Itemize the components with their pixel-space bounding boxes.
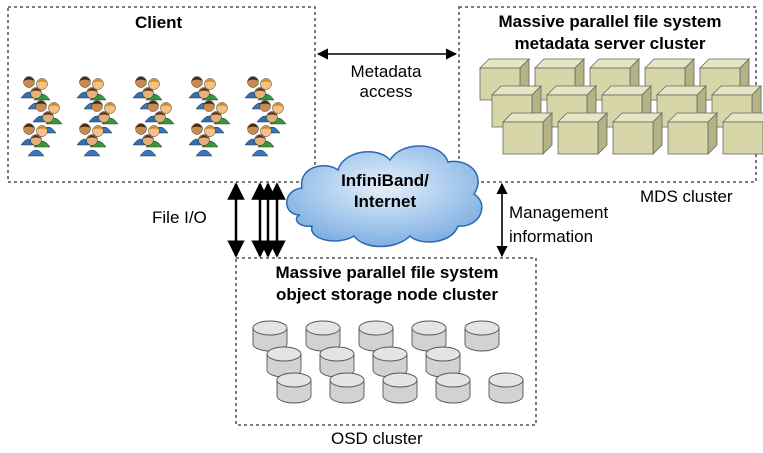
metadata-access-line1: Metadata <box>350 62 422 81</box>
disk-cylinder-icon <box>382 372 418 404</box>
user-group-icon <box>200 100 231 134</box>
user-group-icon <box>188 76 219 110</box>
disk-cylinder-icon <box>266 346 302 378</box>
metadata-access-line2: access <box>359 82 413 101</box>
server-cube-icon <box>557 112 608 155</box>
osd-box <box>235 257 537 426</box>
mds-caption: MDS cluster <box>640 187 733 206</box>
osd-title-line2: object storage node cluster <box>276 285 498 304</box>
mds-title: Massive parallel file system metadata se… <box>466 11 754 55</box>
server-cube-icon <box>722 112 763 155</box>
server-cube-icon <box>667 112 718 155</box>
disk-cylinder-icon <box>305 320 341 352</box>
user-group-icon <box>20 123 51 157</box>
user-group-icon <box>76 123 107 157</box>
network-label-line1: InfiniBand/ <box>341 171 429 190</box>
disk-cylinder-icon <box>411 320 447 352</box>
osd-title-line1: Massive parallel file system <box>275 263 499 282</box>
mds-server-group <box>479 58 763 155</box>
network-label-line2: Internet <box>353 192 417 211</box>
management-label-line2: information <box>509 227 594 246</box>
disk-cylinder-icon <box>372 346 408 378</box>
disk-cylinder-icon <box>425 346 461 378</box>
client-box <box>7 6 316 183</box>
user-group-icon <box>244 123 275 157</box>
user-group-icon <box>132 123 163 157</box>
mds-title-line2: metadata server cluster <box>514 34 706 53</box>
disk-cylinder-icon <box>464 320 500 352</box>
osd-caption: OSD cluster <box>331 429 423 448</box>
disk-cylinder-icon <box>329 372 365 404</box>
file-io-label: File I/O <box>152 208 207 227</box>
network-label: InfiniBand/ Internet <box>315 170 455 212</box>
osd-title: Massive parallel file system object stor… <box>240 262 534 306</box>
cloud-icon <box>286 145 483 248</box>
disk-cylinder-icon <box>276 372 312 404</box>
disk-cylinder-icon <box>319 346 355 378</box>
user-group-icon <box>20 76 51 110</box>
osd-disk-group <box>252 320 524 404</box>
user-group-icon <box>188 123 219 157</box>
server-cube-icon <box>502 112 553 155</box>
management-label-line1: Management <box>509 203 609 222</box>
server-cube-icon <box>612 112 663 155</box>
metadata-access-label: Metadata access <box>331 62 441 102</box>
disk-cylinder-icon <box>488 372 524 404</box>
mds-title-line1: Massive parallel file system <box>498 12 722 31</box>
user-group-icon <box>32 100 63 134</box>
disk-cylinder-icon <box>358 320 394 352</box>
disk-cylinder-icon <box>435 372 471 404</box>
user-group-icon <box>88 100 119 134</box>
user-group-icon <box>76 76 107 110</box>
client-user-group <box>20 76 287 157</box>
server-cube-icon <box>699 58 750 101</box>
user-group-icon <box>144 100 175 134</box>
client-title: Client <box>135 13 183 32</box>
disk-cylinder-icon <box>252 320 288 352</box>
management-label: Management information <box>509 201 608 249</box>
